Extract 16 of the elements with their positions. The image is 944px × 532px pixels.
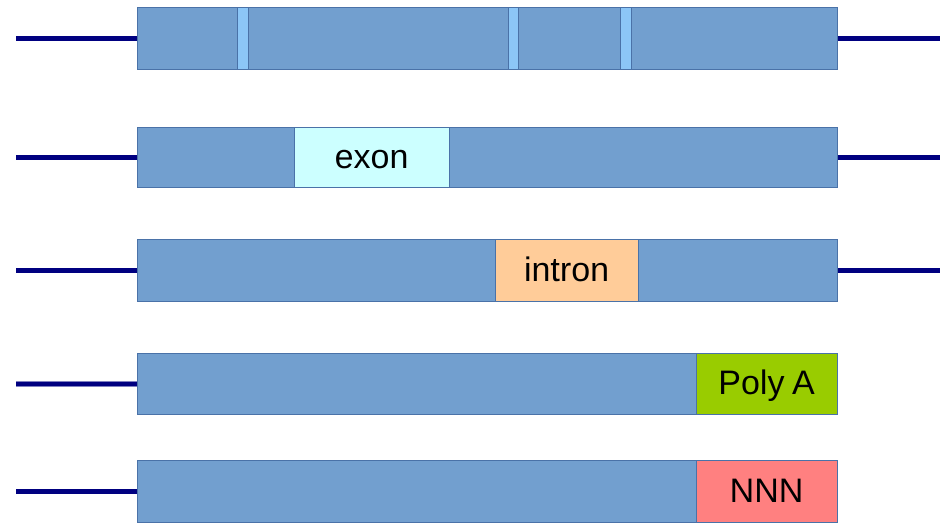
gene-bar	[137, 7, 838, 70]
segment-box	[696, 460, 838, 522]
segment-box	[494, 238, 638, 302]
segment-label: intron	[524, 250, 610, 290]
segment-box	[696, 352, 838, 414]
segment-label: exon	[334, 138, 408, 176]
segment-label: NNN	[730, 472, 804, 510]
gene-bar	[137, 239, 838, 302]
marker-band	[236, 6, 248, 70]
segment-label: Poly A	[718, 364, 815, 403]
marker-band	[620, 6, 632, 70]
gene-bar	[137, 353, 838, 415]
gene-bar	[137, 127, 838, 188]
gene-bar	[137, 460, 838, 523]
segment-box	[294, 126, 450, 188]
marker-band	[508, 6, 518, 70]
